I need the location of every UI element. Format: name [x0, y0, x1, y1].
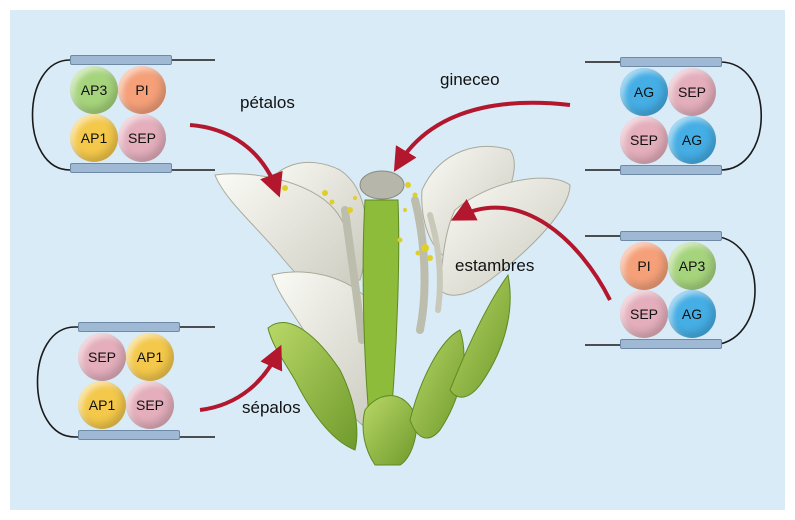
label-stamens: estambres: [455, 256, 534, 276]
label-carpels: gineceo: [440, 70, 500, 90]
protein-stamens-1: PI: [620, 242, 668, 290]
protein-stamens-4: AG: [668, 290, 716, 338]
protein-carpels-2: SEP: [668, 68, 716, 116]
complex-carpels-bottom-bar: [620, 165, 722, 175]
protein-petals-3: AP1: [70, 114, 118, 162]
label-petals: pétalos: [240, 93, 295, 113]
protein-sepals-1: SEP: [78, 333, 126, 381]
stamen-right: [415, 200, 425, 330]
dna-loop-stamens: [585, 236, 755, 345]
protein-petals-2: PI: [118, 66, 166, 114]
complex-petals-top-bar: [70, 55, 172, 65]
sepal-center: [363, 396, 416, 465]
complex-sepals-bottom-bar: [78, 430, 180, 440]
protein-carpels-1: AG: [620, 68, 668, 116]
protein-petals-4: SEP: [118, 114, 166, 162]
protein-sepals-3: AP1: [78, 381, 126, 429]
protein-carpels-3: SEP: [620, 116, 668, 164]
dna-loop-sepals: [38, 327, 216, 437]
protein-sepals-4: SEP: [126, 381, 174, 429]
complex-carpels-top-bar: [620, 57, 722, 67]
protein-stamens-2: AP3: [668, 242, 716, 290]
flower-diagram: pétalos gineceo estambres sépalos AP3 PI…: [10, 10, 785, 510]
complex-petals-bottom-bar: [70, 163, 172, 173]
stigma: [360, 171, 404, 199]
protein-stamens-3: SEP: [620, 290, 668, 338]
label-sepals: sépalos: [242, 398, 301, 418]
protein-carpels-4: AG: [668, 116, 716, 164]
complex-stamens-top-bar: [620, 231, 722, 241]
complex-sepals-top-bar: [78, 322, 180, 332]
protein-petals-1: AP3: [70, 66, 118, 114]
complex-stamens-bottom-bar: [620, 339, 722, 349]
protein-sepals-2: AP1: [126, 333, 174, 381]
